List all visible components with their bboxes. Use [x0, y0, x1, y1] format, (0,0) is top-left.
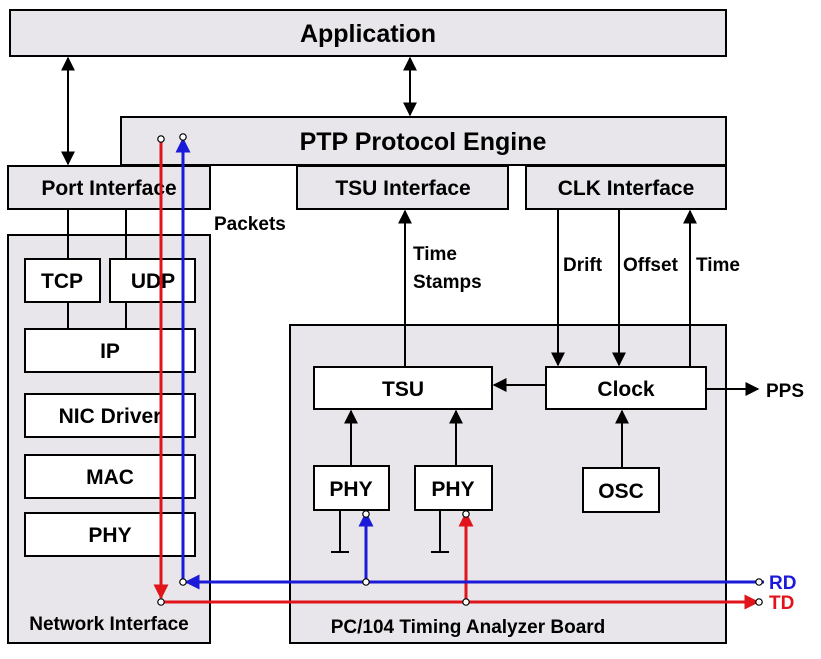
phy-stack-block: [24, 512, 196, 557]
tsu-interface-block: [296, 165, 509, 210]
phy-right-block: [414, 465, 493, 511]
td-label: TD: [769, 593, 794, 614]
ptp-engine-block: [120, 116, 727, 166]
drift-label: Drift: [563, 255, 603, 276]
time-label: Time: [696, 255, 740, 276]
rd-label: RD: [769, 573, 796, 594]
application-label: Application: [300, 20, 436, 48]
phy-left-input-node: [362, 510, 370, 518]
time-stamps-label-line2: Stamps: [413, 272, 482, 293]
clk-interface-label: CLK Interface: [558, 177, 695, 200]
phy-stack-label: PHY: [88, 524, 131, 547]
phy-left-block: [313, 465, 390, 511]
td-end-node: [755, 598, 763, 606]
td-phy-right-junction: [462, 598, 470, 606]
phy-left-label: PHY: [329, 478, 372, 501]
mac-block: [24, 454, 196, 499]
phy-right-input-node: [462, 510, 470, 518]
packets-label: Packets: [214, 214, 286, 235]
td-top-node: [157, 135, 165, 143]
port-interface-label: Port Interface: [41, 177, 176, 200]
clock-label: Clock: [597, 378, 655, 401]
rd-end-node: [755, 578, 763, 586]
network-interface-label: Network Interface: [29, 614, 188, 635]
nic-driver-block: [24, 393, 196, 438]
nic-driver-label: NIC Driver: [59, 405, 162, 428]
pps-label: PPS: [766, 381, 804, 402]
rd-bottom-node: [179, 578, 187, 586]
tsu-label: TSU: [382, 378, 424, 401]
tcp-label: TCP: [41, 270, 83, 293]
udp-label: UDP: [131, 270, 175, 293]
udp-block: [109, 258, 196, 303]
td-bottom-node: [157, 598, 165, 606]
tcp-block: [24, 258, 101, 303]
ip-label: IP: [100, 340, 120, 363]
rd-top-node: [179, 133, 187, 141]
ptp-engine-label: PTP Protocol Engine: [300, 128, 547, 156]
osc-label: OSC: [598, 480, 644, 503]
phy-right-label: PHY: [431, 478, 474, 501]
port-interface-block: [7, 165, 211, 210]
mac-label: MAC: [86, 466, 134, 489]
ip-block: [24, 328, 196, 373]
rd-phy-left-junction: [362, 578, 370, 586]
tsu-interface-label: TSU Interface: [335, 177, 470, 200]
application-block: [9, 9, 727, 57]
tsu-block: [313, 366, 493, 410]
timing-board-label: PC/104 Timing Analyzer Board: [331, 617, 606, 638]
clk-interface-block: [525, 165, 727, 210]
time-stamps-label-line1: Time: [413, 244, 457, 265]
offset-label: Offset: [623, 255, 679, 276]
